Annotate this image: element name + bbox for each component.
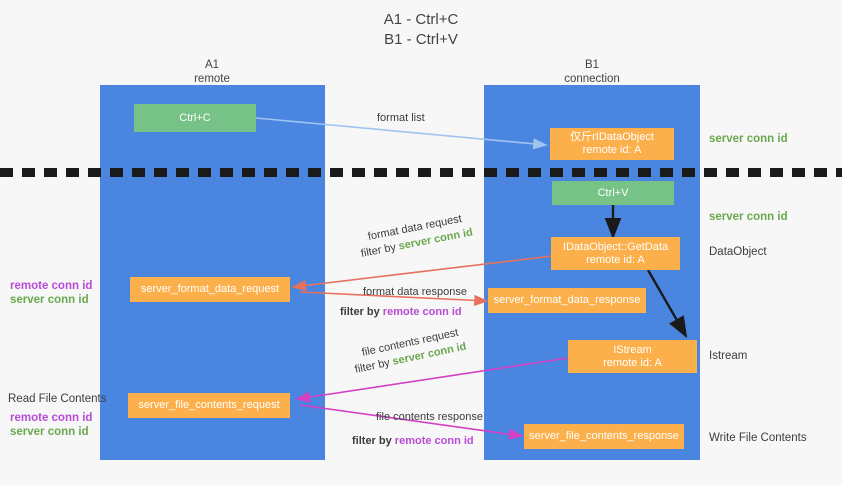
page-title: A1 - Ctrl+C B1 - Ctrl+V	[0, 10, 842, 50]
anno-server-conn-id-top: server conn id	[709, 133, 788, 145]
filter-prefix-1: filter by	[359, 240, 400, 260]
node-istream[interactable]: IStream remote id: A	[568, 340, 697, 373]
anno-remote-conn-id-1: remote conn id	[10, 280, 93, 292]
node-server-file-contents-request-label: server_file_contents_request	[138, 399, 280, 411]
node-ctrl-c-label: Ctrl+C	[179, 111, 211, 124]
node-idataobject-getdata[interactable]: IDataObject::GetData remote id: A	[551, 237, 680, 270]
node-ctrl-v[interactable]: Ctrl+V	[552, 181, 674, 205]
anno-dataobject: DataObject	[709, 246, 767, 258]
node-istream-line2: remote id: A	[603, 356, 662, 369]
title-line-2: B1 - Ctrl+V	[384, 31, 458, 48]
caption-file-contents-response-filter: filter by remote conn id	[352, 434, 474, 448]
filter-prefix-3: filter by	[353, 356, 394, 376]
filter-value-4: remote conn id	[394, 435, 474, 447]
filter-value-2: remote conn id	[382, 306, 462, 318]
node-ctrl-v-label: Ctrl+V	[597, 186, 629, 199]
lane-b1-title: B1	[584, 59, 600, 71]
node-idataobject-list[interactable]: 仅斤rIDataObject remote id: A	[550, 128, 674, 160]
node-ctrl-c[interactable]: Ctrl+C	[134, 104, 256, 132]
caption-format-data-response-filter: filter by remote conn id	[340, 305, 462, 319]
anno-server-conn-id-mid: server conn id	[709, 211, 788, 223]
lane-a1-title: A1	[204, 59, 220, 71]
node-server-file-contents-request[interactable]: server_file_contents_request	[128, 393, 290, 418]
filter-prefix-4: filter by	[352, 435, 395, 447]
caption-format-list: format list	[377, 112, 425, 124]
lane-b1-subtitle: connection	[564, 73, 620, 85]
node-istream-line1: IStream	[613, 343, 652, 356]
node-server-format-data-response[interactable]: server_format_data_response	[488, 288, 646, 313]
node-server-format-data-response-label: server_format_data_response	[493, 294, 641, 306]
node-server-format-data-request[interactable]: server_format_data_request	[130, 277, 290, 302]
node-server-format-data-request-label: server_format_data_request	[140, 283, 280, 295]
phase-divider	[0, 168, 842, 177]
node-idataobject-getdata-line2: remote id: A	[586, 253, 645, 266]
anno-server-conn-id-2: server conn id	[10, 426, 89, 438]
caption-format-data-response: format data response	[363, 286, 467, 298]
node-idataobject-list-line2: remote id: A	[582, 144, 642, 156]
anno-istream: Istream	[709, 350, 748, 362]
filter-prefix-2: filter by	[340, 306, 383, 318]
node-idataobject-list-line1: 仅斤rIDataObject	[570, 131, 654, 143]
lane-header-b1: B1 connection	[512, 58, 672, 86]
node-idataobject-getdata-line1: IDataObject::GetData	[562, 240, 669, 253]
anno-server-conn-id-1: server conn id	[10, 294, 89, 306]
anno-write-file-contents: Write File Contents	[709, 432, 807, 444]
lane-a1-subtitle: remote	[194, 73, 230, 85]
anno-remote-conn-id-2: remote conn id	[10, 412, 93, 424]
caption-file-contents-response: file contents response	[376, 411, 484, 423]
anno-read-file-contents: Read File Contents	[8, 393, 107, 405]
node-server-file-contents-response-label: server_file_contents_response	[529, 430, 679, 442]
lane-header-a1: A1 remote	[132, 58, 292, 86]
title-line-1: A1 - Ctrl+C	[383, 11, 459, 28]
node-server-file-contents-response[interactable]: server_file_contents_response	[524, 424, 684, 449]
